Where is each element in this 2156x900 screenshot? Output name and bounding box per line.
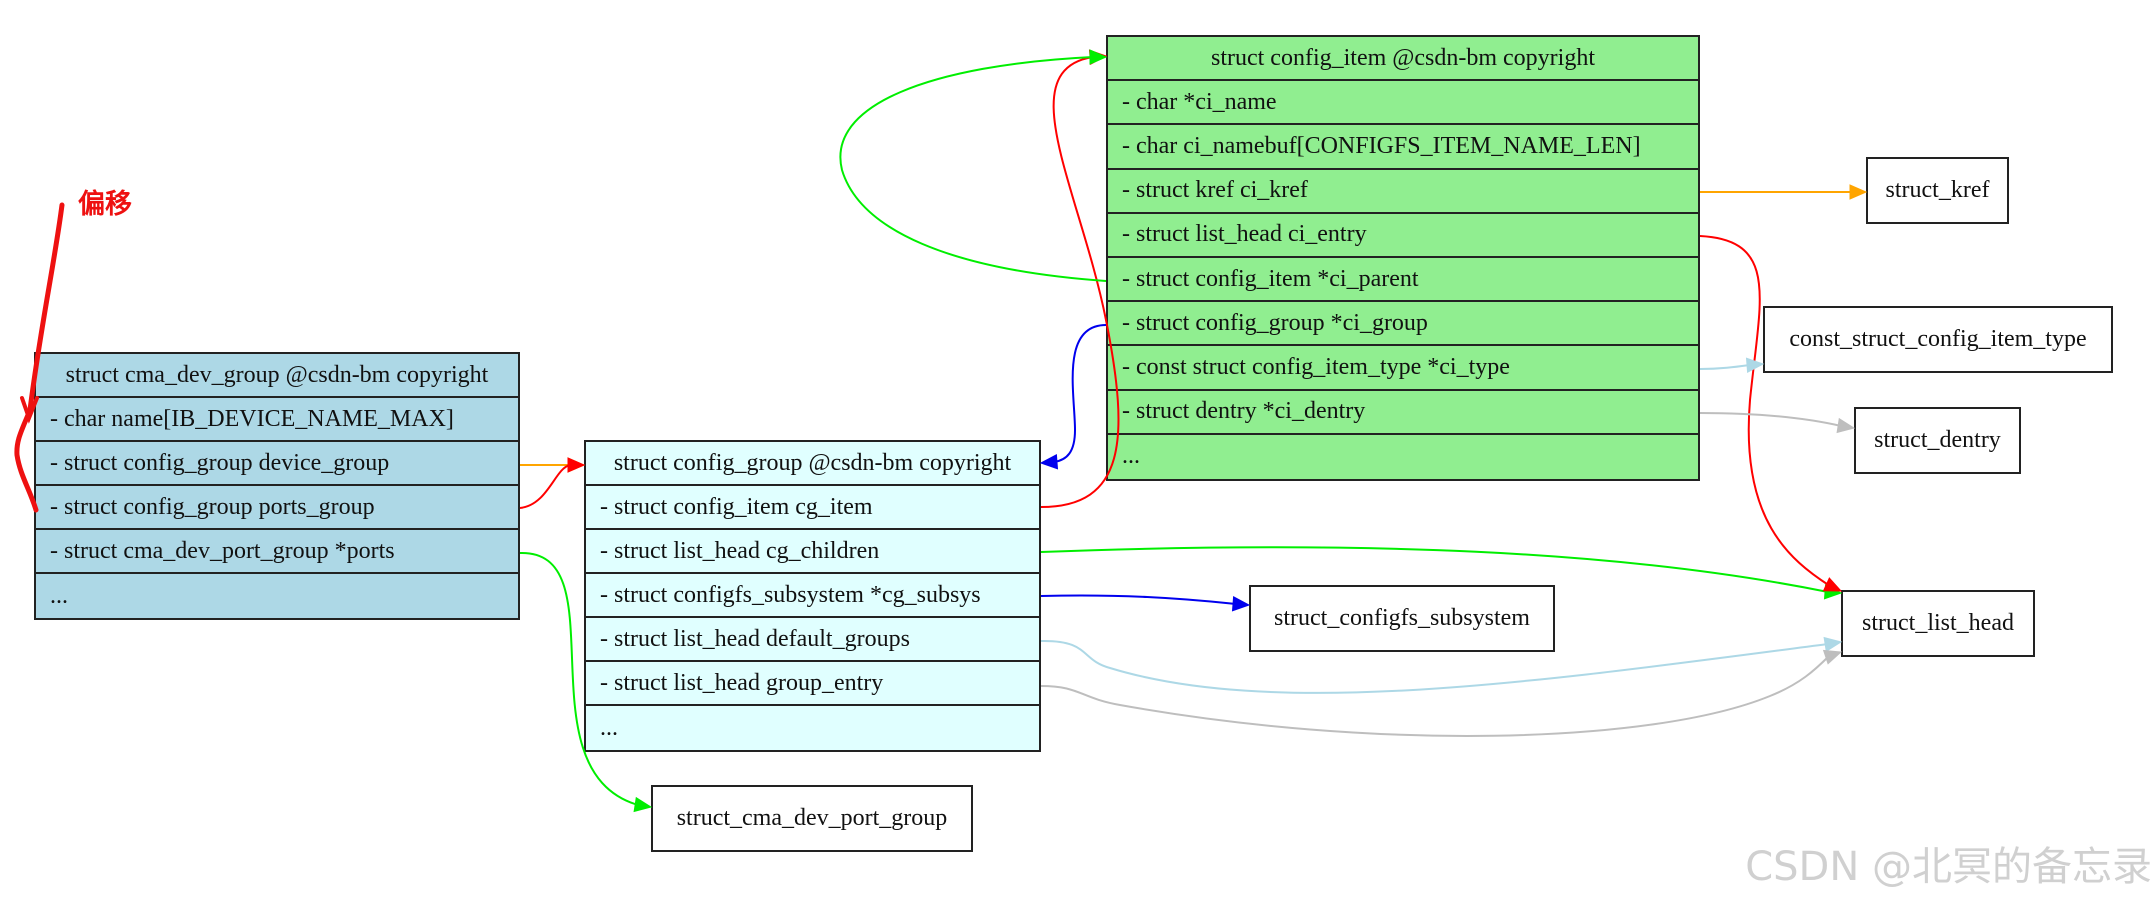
struct-list-head-node: struct_list_head: [1841, 590, 2035, 657]
offset-bracket-arrowhead: [20, 396, 39, 424]
field-name: - char name[IB_DEVICE_NAME_MAX]: [36, 398, 518, 442]
edge-cma-dev-group-ports-group-to-config-group-arrowhead: [567, 457, 586, 473]
edge-config-group-default-groups-to-struct-list-head: [1040, 639, 1829, 694]
edge-config-item-ci-dentry-to-struct-dentry: [1699, 412, 1842, 427]
edge-config-item-ci-type-to-const-struct-config-item-type: [1699, 364, 1751, 370]
field-ci-parent: - struct config_item *ci_parent: [1108, 258, 1698, 303]
field-ellipsis: ...: [600, 714, 618, 741]
edge-cma-dev-group-ports-group-to-config-group: [519, 464, 571, 509]
offset-annotation-label: 偏移: [78, 189, 132, 220]
edge-config-group-cg-children-to-struct-list-head: [1040, 546, 1829, 593]
config-item-type-node: const_struct_config_item_type: [1763, 306, 2113, 373]
edge-config-item-ci-group-to-config-group-arrowhead: [1039, 453, 1059, 470]
field-device-group: - struct config_group device_group: [36, 442, 518, 486]
edge-config-item-ci-type-to-const-struct-config-item-type-arrowhead: [1745, 357, 1765, 374]
edge-config-group-group-entry-to-struct-list-head-arrowhead: [1822, 649, 1843, 665]
field-ports: - struct cma_dev_port_group *ports: [36, 530, 518, 574]
struct-kref-node: struct_kref: [1866, 157, 2009, 224]
edge-config-item-ci-entry-to-struct-list-head-arrowhead: [1822, 577, 1843, 592]
edge-config-item-ci-kref-to-struct-kref-arrowhead: [1849, 184, 1868, 200]
edge-config-item-ci-parent-to-config-item: [839, 56, 1107, 282]
watermark: CSDN @北冥的备忘录: [1745, 844, 2152, 890]
edge-config-group-cg-item-to-config-item: [1040, 56, 1120, 508]
config-item-record: struct config_item @csdn-bm copyright - …: [1106, 35, 1700, 481]
field-ci-namebuf: - char ci_namebuf[CONFIGFS_ITEM_NAME_LEN…: [1108, 125, 1698, 170]
field-ci-name: - char *ci_name: [1108, 81, 1698, 126]
field-group-entry: - struct list_head group_entry: [586, 662, 1039, 706]
field-ci-entry: - struct list_head ci_entry: [1108, 214, 1698, 258]
field-cg-item: - struct config_item cg_item: [586, 486, 1039, 530]
field-ellipsis: ...: [50, 582, 68, 609]
field-ci-group: - struct config_group *ci_group: [1108, 302, 1698, 347]
field-default-groups: - struct list_head default_groups: [586, 618, 1039, 662]
edge-config-group-default-groups-to-struct-list-head-arrowhead: [1823, 636, 1843, 653]
field-ports-group: - struct config_group ports_group: [36, 486, 518, 530]
field-ci-type: - const struct config_item_type *ci_type: [1108, 346, 1698, 391]
record-header: struct config_group @csdn-bm copyright: [586, 442, 1039, 486]
edge-config-item-ci-group-to-config-group: [1053, 324, 1107, 463]
edge-config-item-ci-dentry-to-struct-dentry-arrowhead: [1836, 417, 1856, 434]
field-ci-dentry: - struct dentry *ci_dentry: [1108, 391, 1698, 435]
record-header: struct config_item @csdn-bm copyright: [1108, 37, 1698, 82]
configfs-subsystem-node: struct_configfs_subsystem: [1249, 585, 1555, 652]
field-ellipsis: ...: [1122, 443, 1140, 470]
cma-dev-port-group-node: struct_cma_dev_port_group: [651, 785, 973, 852]
config-group-record: struct config_group @csdn-bm copyright -…: [584, 440, 1041, 752]
field-ci-kref: - struct kref ci_kref: [1108, 170, 1698, 214]
edge-config-group-group-entry-to-struct-list-head: [1040, 655, 1830, 737]
struct-dentry-node: struct_dentry: [1854, 407, 2021, 474]
edge-config-group-cg-subsys-to-struct-configfs-subsystem: [1040, 594, 1237, 605]
edge-config-group-cg-subsys-to-struct-configfs-subsystem-arrowhead: [1231, 595, 1251, 612]
field-cg-subsys: - struct configfs_subsystem *cg_subsys: [586, 574, 1039, 618]
record-header: struct cma_dev_group @csdn-bm copyright: [36, 354, 518, 398]
edge-config-item-ci-parent-to-config-item-arrowhead: [1089, 49, 1108, 65]
edge-config-item-ci-entry-to-struct-list-head: [1699, 235, 1831, 587]
edge-cma-dev-group-ports-to-struct-cma-dev-port-group-arrowhead: [633, 796, 653, 813]
edge-cma-dev-group-ports-to-struct-cma-dev-port-group: [519, 551, 639, 806]
cma-dev-group-record: struct cma_dev_group @csdn-bm copyright …: [34, 352, 520, 620]
offset-bracket: [14, 202, 65, 513]
field-cg-children: - struct list_head cg_children: [586, 530, 1039, 574]
